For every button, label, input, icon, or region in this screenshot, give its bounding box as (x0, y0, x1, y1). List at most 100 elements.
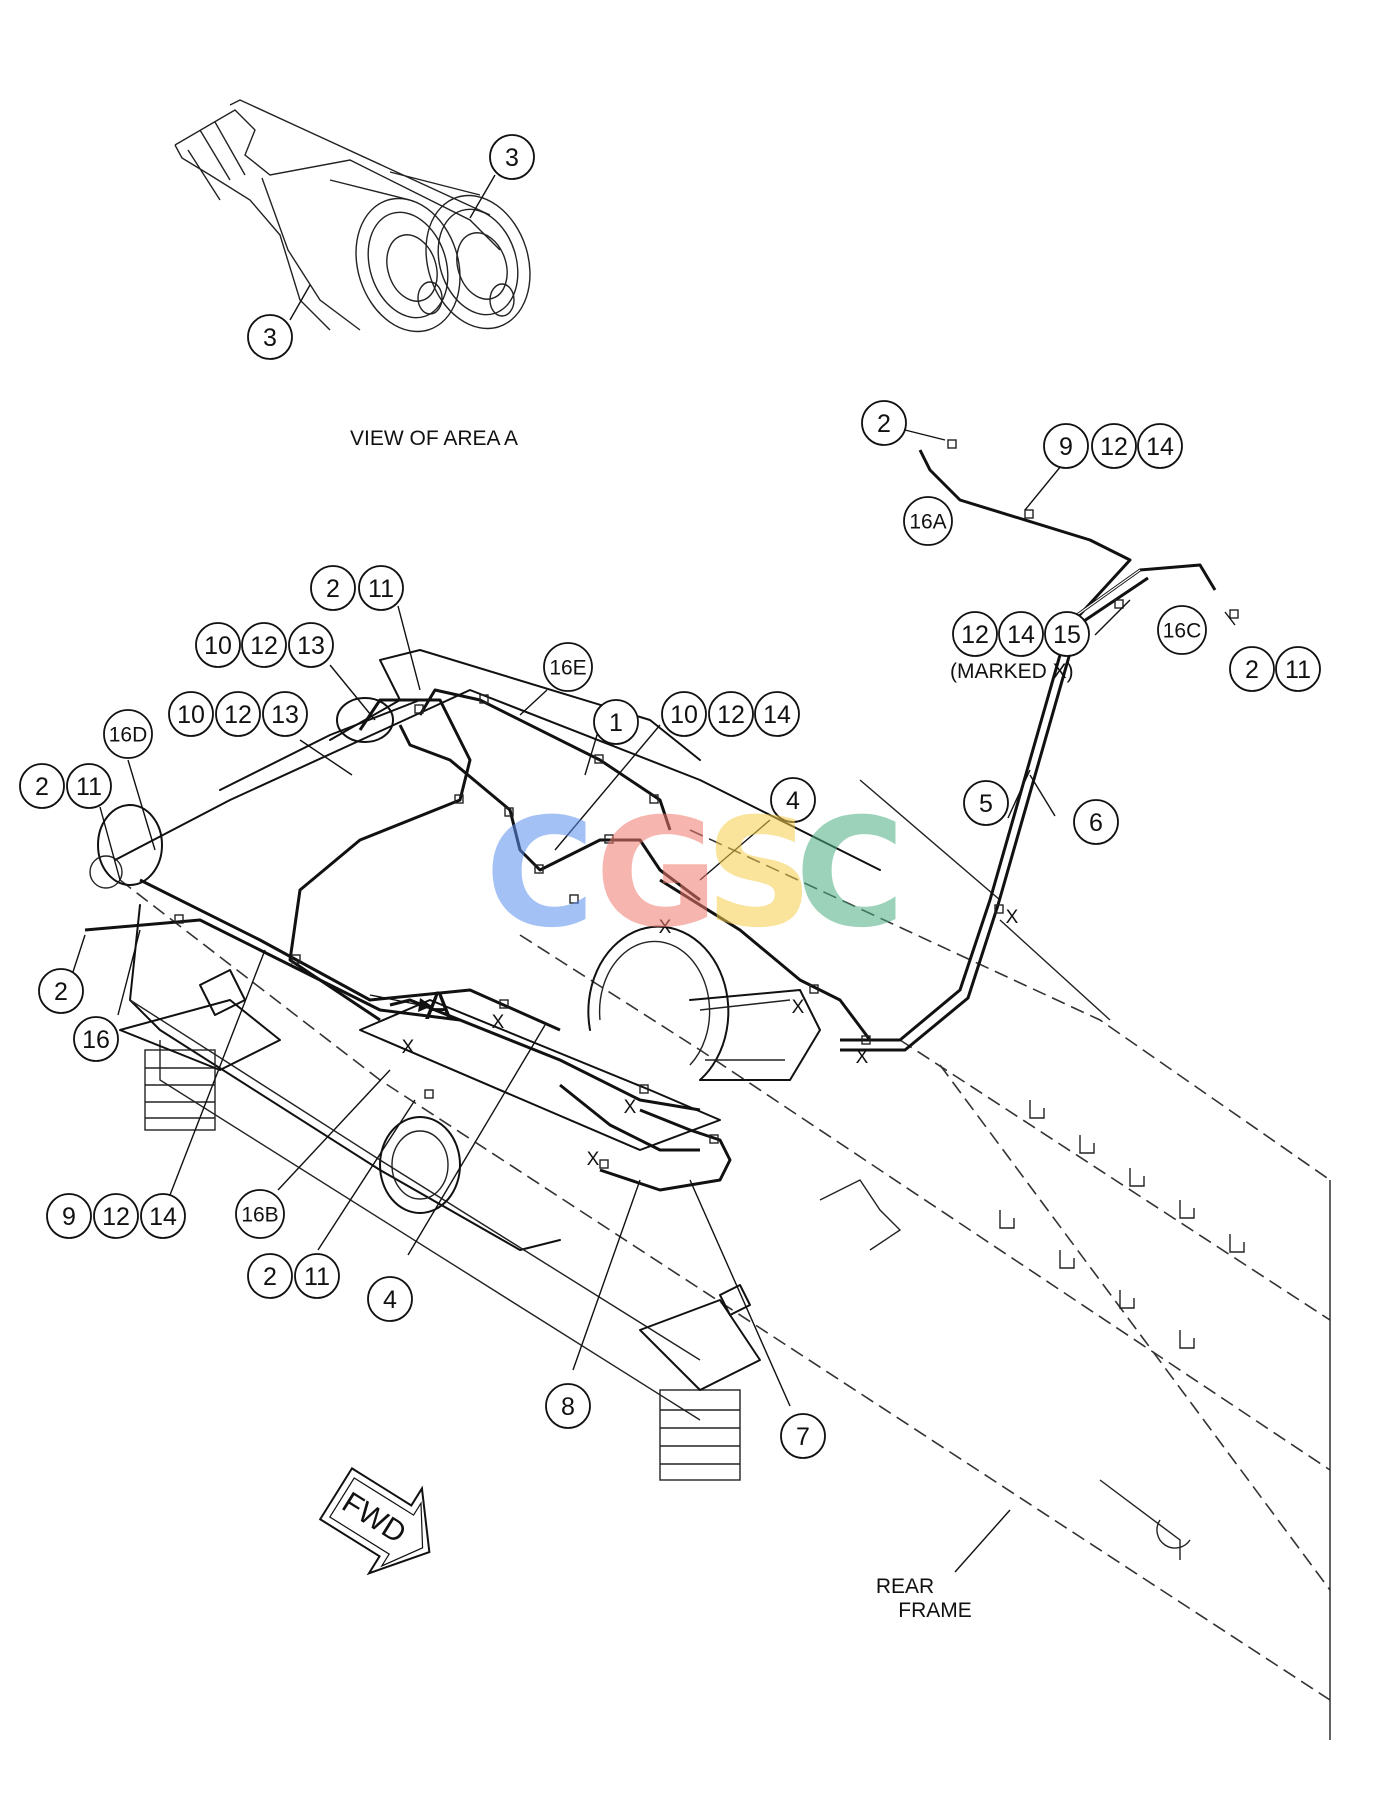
svg-text:6: 6 (1089, 809, 1103, 837)
callout-11-bottom: 11 (294, 1253, 340, 1299)
callout-12-top: 12 (1091, 423, 1137, 469)
callout-2-top: 2 (861, 400, 907, 446)
callout-2-left: 2 (19, 763, 65, 809)
x-mark: X (402, 1037, 415, 1058)
svg-text:5: 5 (979, 790, 993, 818)
callout-12-bottom: 12 (93, 1193, 139, 1239)
svg-text:2: 2 (326, 575, 340, 603)
callout-2-16c: 2 (1229, 646, 1275, 692)
x-mark: X (792, 997, 805, 1018)
callout-12-marked-x: 12 (952, 611, 998, 657)
callout-10-b: 10 (168, 691, 214, 737)
view-of-area-a-caption: VIEW OF AREA A (350, 427, 518, 450)
svg-text:16E: 16E (549, 657, 586, 680)
callout-16: 16 (73, 1016, 119, 1062)
svg-text:2: 2 (1245, 656, 1259, 684)
leader-lines (71, 174, 1236, 1573)
forward-direction-arrow: FWD (318, 1466, 431, 1576)
svg-text:15: 15 (1053, 621, 1081, 649)
callout-14-c: 14 (754, 691, 800, 737)
watermark-letter: G (595, 787, 718, 961)
svg-text:14: 14 (149, 1203, 177, 1231)
x-mark: X (492, 1012, 505, 1033)
svg-text:14: 14 (1007, 621, 1035, 649)
callout-8: 8 (545, 1383, 591, 1429)
area-a-pointer: A (369, 984, 452, 1028)
svg-text:2: 2 (54, 978, 68, 1006)
svg-text:4: 4 (383, 1286, 397, 1314)
svg-text:16A: 16A (909, 511, 946, 534)
svg-text:11: 11 (1285, 656, 1311, 684)
svg-text:13: 13 (271, 701, 299, 729)
svg-text:3: 3 (505, 144, 519, 172)
watermark-letter: C (485, 787, 595, 961)
svg-text:12: 12 (224, 701, 252, 729)
svg-text:10: 10 (204, 632, 232, 660)
svg-text:11: 11 (368, 575, 394, 603)
svg-text:16C: 16C (1163, 620, 1202, 643)
callout-12-b: 12 (215, 691, 261, 737)
rear-frame-label-line1: REAR (876, 1575, 934, 1598)
svg-text:2: 2 (263, 1263, 277, 1291)
callout-11-left: 11 (66, 763, 112, 809)
callout-16d: 16D (103, 709, 153, 759)
svg-text:2: 2 (877, 410, 891, 438)
callout-4-upper: 4 (770, 777, 816, 823)
svg-text:12: 12 (102, 1203, 130, 1231)
x-mark: X (624, 1097, 637, 1118)
svg-text:13: 13 (297, 632, 325, 660)
callout-14-top: 14 (1137, 423, 1183, 469)
callout-10-c: 10 (661, 691, 707, 737)
callout-13-a: 13 (288, 622, 334, 668)
svg-text:4: 4 (786, 787, 800, 815)
callout-2-lower: 2 (38, 968, 84, 1014)
svg-text:12: 12 (961, 621, 989, 649)
callout-2-upper: 2 (310, 565, 356, 611)
marked-x-note: (MARKED X) (950, 660, 1074, 683)
svg-text:9: 9 (62, 1203, 76, 1231)
svg-text:12: 12 (717, 701, 745, 729)
svg-text:16: 16 (82, 1026, 110, 1054)
svg-text:16B: 16B (241, 1204, 278, 1227)
x-mark: X (659, 917, 672, 938)
callout-3-top: 3 (489, 134, 535, 180)
svg-text:7: 7 (796, 1423, 810, 1451)
svg-text:3: 3 (263, 324, 277, 352)
callout-15-marked-x: 15 (1044, 611, 1090, 657)
callout-9-top: 9 (1043, 423, 1089, 469)
x-mark: X (1006, 907, 1019, 928)
callout-13-b: 13 (262, 691, 308, 737)
x-marks: X X X X X X X X (402, 907, 1019, 1170)
watermark-letter: S (705, 787, 813, 961)
callout-10-a: 10 (195, 622, 241, 668)
callout-16b: 16B (235, 1189, 285, 1239)
callout-3-bottom: 3 (247, 314, 293, 360)
callout-9-bottom: 9 (46, 1193, 92, 1239)
svg-text:14: 14 (1146, 433, 1174, 461)
callout-6: 6 (1073, 799, 1119, 845)
svg-text:10: 10 (670, 701, 698, 729)
callout-2-bottom: 2 (247, 1253, 293, 1299)
callout-14-bottom: 14 (140, 1193, 186, 1239)
callout-bubbles: 3 3 2 9 12 14 16A 12 14 15 16C 2 11 2 11… (19, 134, 1321, 1459)
callout-16c: 16C (1157, 605, 1207, 655)
svg-text:11: 11 (304, 1263, 330, 1291)
svg-text:2: 2 (35, 773, 49, 801)
area-a-detail-drawing (174, 99, 531, 333)
callout-14-marked-x: 14 (998, 611, 1044, 657)
svg-text:14: 14 (763, 701, 791, 729)
svg-text:8: 8 (561, 1393, 575, 1421)
x-mark: X (587, 1149, 600, 1170)
callout-16a: 16A (903, 496, 953, 546)
svg-text:11: 11 (76, 773, 102, 801)
callout-11-upper: 11 (358, 565, 404, 611)
callout-11-16c: 11 (1275, 646, 1321, 692)
callout-12-c: 12 (708, 691, 754, 737)
hydraulic-line-routing (84, 439, 1239, 1192)
svg-text:1: 1 (609, 709, 623, 737)
cgsc-watermark: C G S C (485, 787, 905, 961)
svg-text:16D: 16D (109, 724, 148, 747)
svg-text:9: 9 (1059, 433, 1073, 461)
watermark-letter: C (795, 787, 905, 961)
